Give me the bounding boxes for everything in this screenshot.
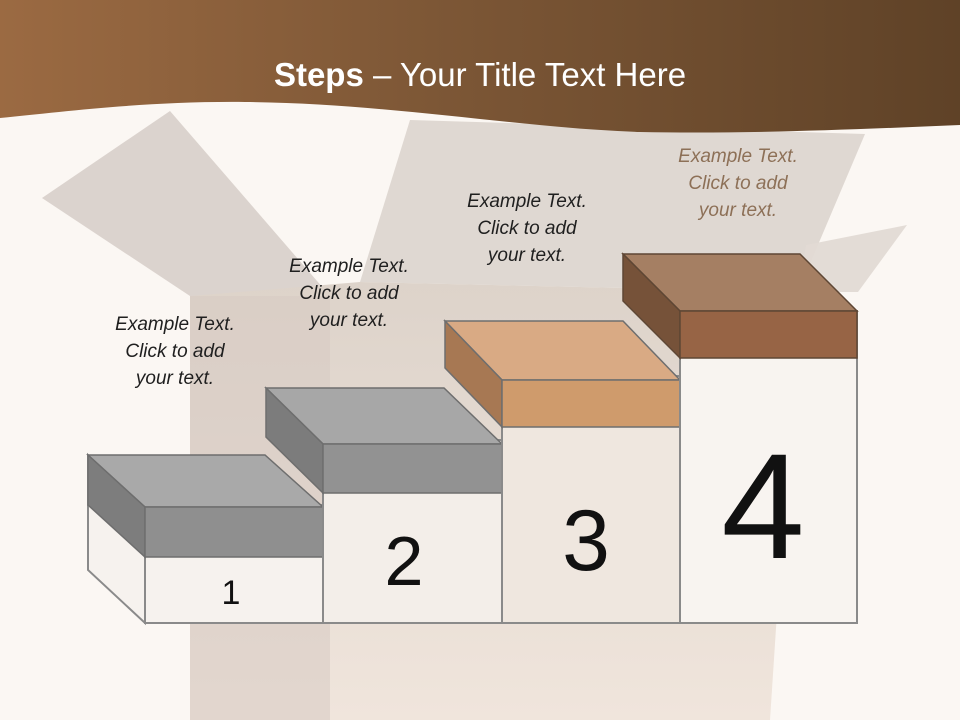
step-2-caption-line-1: Example Text. — [289, 256, 409, 277]
step-4-caption-line-3: your text. — [698, 200, 778, 221]
title-rest: – Your Title Text Here — [363, 56, 687, 93]
step-2-caption-line-2: Click to add — [299, 283, 399, 304]
step-4-caption-line-2: Click to add — [688, 173, 788, 194]
step-4-frame — [679, 310, 858, 624]
step-1: 1 — [86, 452, 325, 626]
box-left-flap — [42, 111, 330, 296]
step-2-front-face — [322, 443, 503, 494]
box-right-flap — [798, 225, 907, 292]
step-1-caption-line-2: Click to add — [125, 341, 225, 362]
header-band — [0, 0, 960, 133]
step-3-number: 3 — [562, 493, 610, 589]
step-3: 3 — [443, 319, 682, 624]
step-3-caption-line-3: your text. — [487, 245, 567, 266]
step-1-caption[interactable]: Example Text. Click to add your text. — [85, 311, 265, 392]
step-4: 4 — [621, 252, 859, 624]
box-top-flap — [360, 120, 865, 292]
step-3-caption[interactable]: Example Text. Click to add your text. — [437, 188, 617, 269]
step-2-caption[interactable]: Example Text. Click to add your text. — [259, 253, 439, 334]
step-3-front-face — [501, 379, 681, 428]
step-1-caption-line-1: Example Text. — [115, 314, 235, 335]
step-3-caption-line-2: Click to add — [477, 218, 577, 239]
title-strong: Steps — [273, 56, 364, 93]
step-4-caption[interactable]: Example Text. Click to add your text. — [648, 143, 828, 224]
step-1-number: 1 — [222, 574, 241, 612]
step-2-caption-line-3: your text. — [309, 310, 389, 331]
step-4-front-face — [679, 310, 858, 359]
page-title: Steps – Your Title Text Here — [0, 52, 960, 98]
step-1-front-face — [144, 506, 324, 558]
step-3-caption-line-1: Example Text. — [467, 191, 587, 212]
step-1-caption-line-3: your text. — [135, 368, 215, 389]
step-2-number: 2 — [385, 522, 424, 600]
step-4-number: 4 — [721, 422, 804, 590]
step-4-caption-line-1: Example Text. — [678, 146, 798, 167]
step-2: 2 — [264, 386, 504, 624]
